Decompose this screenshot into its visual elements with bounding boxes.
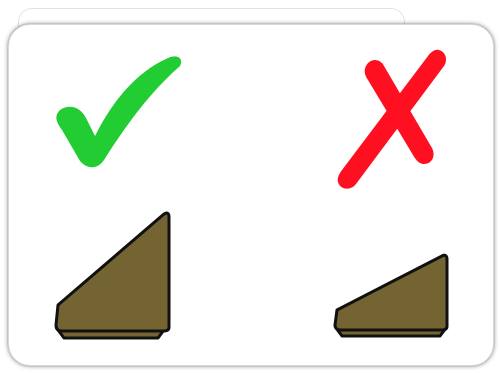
option-incorrect [335, 50, 447, 336]
shallow-triangle-shape [335, 255, 447, 330]
steep-triangle-shape [56, 213, 169, 331]
option-correct [56, 56, 181, 338]
check-icon [56, 56, 181, 167]
cross-icon-stroke-2 [338, 50, 446, 189]
